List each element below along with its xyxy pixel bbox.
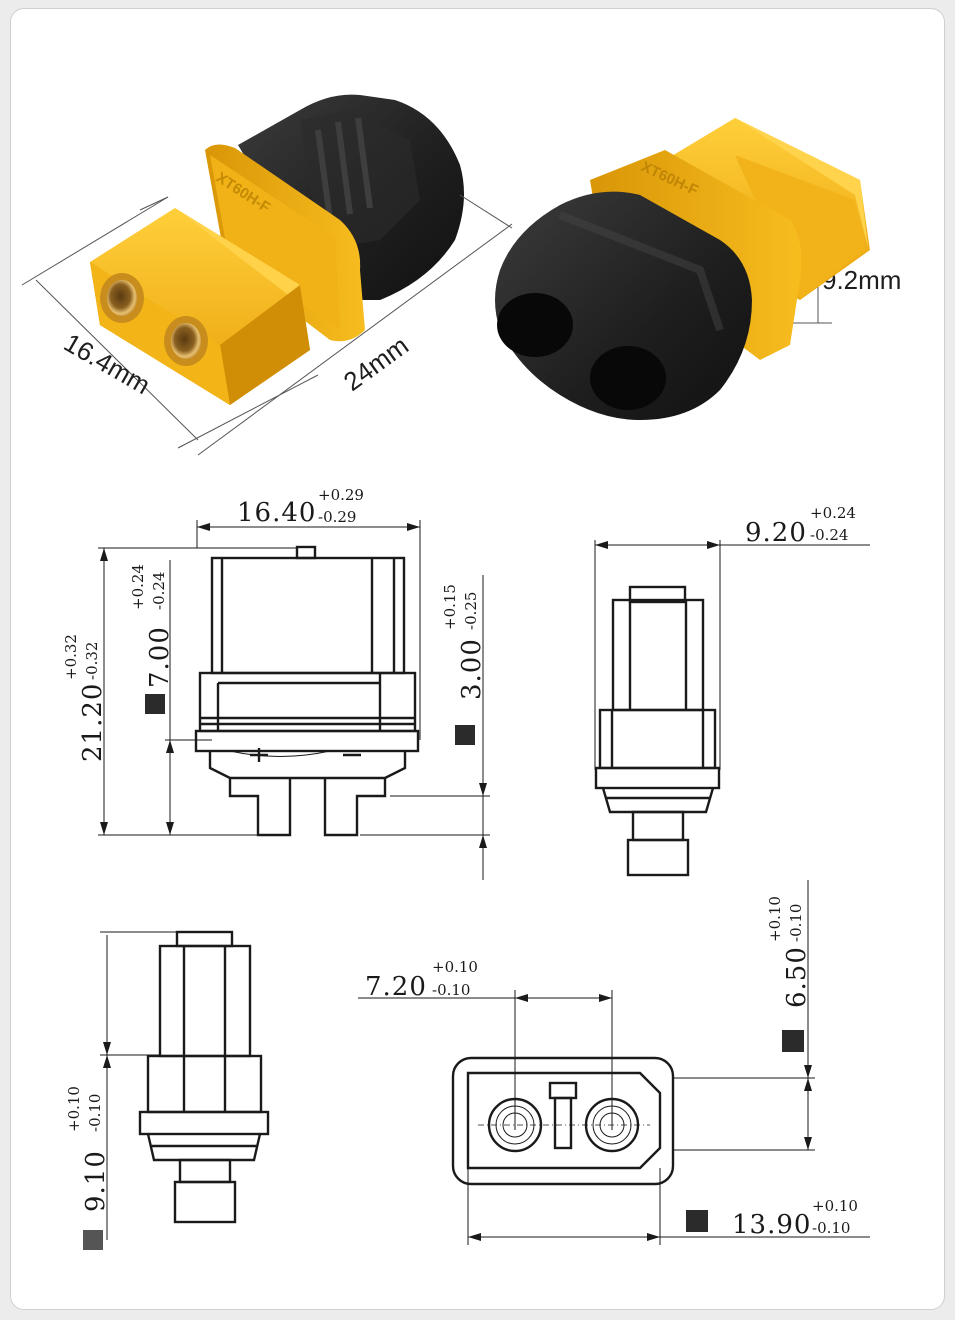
dim-total-height-minus: -0.32 — [83, 642, 101, 680]
dim-bottom-height-plus: +0.10 — [65, 1086, 83, 1132]
dim-pin-length-plus: +0.15 — [441, 584, 459, 630]
connector-photo-front: XT60H-F — [90, 94, 464, 405]
dim-shoulder-value: 7.00 — [145, 626, 175, 688]
square-marker-1 — [145, 694, 165, 714]
square-marker-4 — [782, 1030, 804, 1052]
dim-pin-length-minus: -0.25 — [462, 592, 480, 630]
dim-side-width-plus: +0.24 — [810, 504, 856, 522]
dim-bottom-height-value: 9.10 — [81, 1150, 111, 1212]
dim-top-width-value: 16.40 — [237, 498, 316, 528]
dim-face-height-value: 6.50 — [782, 946, 812, 1008]
photo-dimension-lines — [21, 194, 832, 456]
dim-shoulder-minus: -0.24 — [150, 572, 168, 610]
drawing-bottom-view — [83, 930, 270, 1250]
square-marker-3 — [83, 1230, 103, 1250]
drawing-face-view — [358, 880, 870, 1245]
dim-face-height-plus: +0.10 — [766, 896, 784, 942]
dim-face-height-minus: -0.10 — [787, 904, 805, 942]
dim-shoulder-plus: +0.24 — [129, 564, 147, 610]
dim-pin-spacing-minus: -0.10 — [432, 981, 470, 999]
dim-top-width-plus: +0.29 — [318, 486, 364, 504]
dim-face-width-plus: +0.10 — [812, 1197, 858, 1215]
dim-top-width-minus: -0.29 — [318, 508, 356, 526]
dim-pin-length-value: 3.00 — [457, 638, 487, 700]
photo-length-label: 24mm — [338, 330, 414, 397]
dim-face-width-value: 13.90 — [732, 1210, 811, 1240]
dim-side-width-minus: -0.24 — [810, 526, 848, 544]
dim-pin-spacing-plus: +0.10 — [432, 958, 478, 976]
square-marker-2 — [455, 725, 475, 745]
connector-photo-back: XT60H-F — [495, 118, 870, 420]
dim-total-height-value: 21.20 — [78, 683, 108, 762]
dim-total-height-plus: +0.32 — [62, 634, 80, 680]
drawing-side-view — [594, 540, 870, 877]
drawing-front-view — [98, 520, 490, 880]
dim-pin-spacing-value: 7.20 — [365, 972, 427, 1002]
dim-bottom-height-minus: -0.10 — [86, 1094, 104, 1132]
dim-face-width-minus: -0.10 — [812, 1219, 850, 1237]
dim-side-width-value: 9.20 — [745, 518, 807, 548]
square-marker-5 — [686, 1210, 708, 1232]
